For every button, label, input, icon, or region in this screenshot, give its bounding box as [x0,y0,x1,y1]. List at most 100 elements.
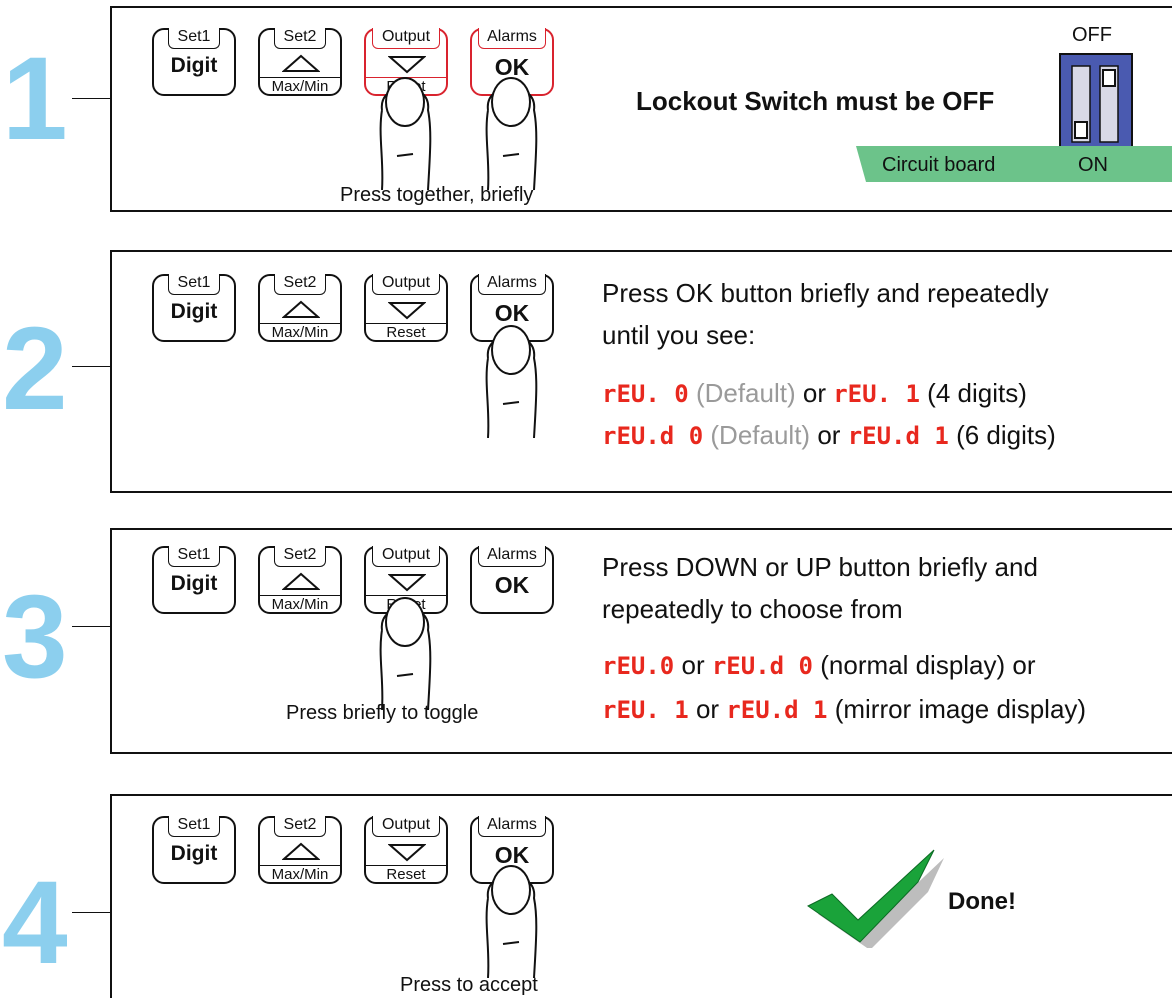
set2-up-button[interactable]: Set2 Max/Min [258,274,342,342]
set1-label: Set1 [168,28,220,49]
set2-up-button[interactable]: Set2 Max/Min [258,546,342,614]
alarms-ok-button[interactable]: Alarms OK [470,28,554,96]
up-arrow-icon [282,572,320,590]
option-row: rEU.0 or rEU.d 0 (normal display) or [602,650,1036,681]
set2-label: Set2 [274,816,326,837]
or-text: or [681,650,705,680]
set1-label: Set1 [168,274,220,295]
lockout-switch-icon [1059,53,1133,153]
segment-code: rEU. 1 [833,380,920,408]
step-number: 2 [2,303,68,435]
alarms-label: Alarms [478,274,546,295]
ok-label: OK [494,572,530,598]
segment-code: rEU.d 1 [726,696,828,724]
alarms-label: Alarms [478,816,546,837]
down-arrow-icon [388,844,426,862]
display-note: (normal display) or [820,650,1036,680]
output-down-button[interactable]: Output Reset [364,274,448,342]
output-label: Output [372,816,440,837]
max-min-label: Max/Min [260,323,340,342]
output-down-button[interactable]: Output Reset [364,28,448,96]
connector-line [72,912,110,913]
done-label: Done! [948,888,1016,915]
display-note: (mirror image display) [834,694,1087,724]
step-panel: Set1 Digit Set2 Max/Min Output Reset Ala… [110,528,1172,754]
instruction-line: Press OK button briefly and repeatedly [602,278,1049,308]
connector-line [72,626,110,627]
option-row: rEU. 1 or rEU.d 1 (mirror image display) [602,694,1086,725]
reset-label: Reset [366,77,446,96]
alarms-label: Alarms [478,28,546,49]
step-number: 1 [2,33,68,165]
alarms-ok-button[interactable]: Alarms OK [470,274,554,342]
connector-line [72,98,110,99]
ok-label: OK [494,54,530,80]
circuit-board-label: Circuit board [882,154,996,176]
circuit-board-icon [856,146,1172,182]
digits-note: (6 digits) [956,420,1056,450]
checkmark-icon [807,849,944,948]
segment-code: rEU. 0 [602,380,689,408]
or-text: or [817,420,841,450]
output-label: Output [372,28,440,49]
set2-label: Set2 [274,28,326,49]
ok-label: OK [494,842,530,868]
step-caption: Press to accept [400,974,538,996]
off-label: OFF [1072,24,1112,46]
up-arrow-icon [282,300,320,318]
up-arrow-icon [282,842,320,860]
reset-label: Reset [366,323,446,342]
reset-label: Reset [366,865,446,884]
alarms-ok-button[interactable]: Alarms OK [470,816,554,884]
set2-label: Set2 [274,274,326,295]
step-caption: Press together, briefly [340,184,534,206]
reset-label: Reset [366,595,446,614]
max-min-label: Max/Min [260,595,340,614]
segment-code: rEU.0 [602,652,675,680]
step-panel: Set1 Digit Set2 Max/Min Output Reset Ala… [110,250,1172,493]
or-text: or [695,694,720,724]
set1-digit-button[interactable]: Set1 Digit [152,816,236,884]
output-label: Output [372,546,440,567]
step-number: 3 [2,571,68,703]
up-arrow-icon [282,54,320,72]
step-panel: Set1 Digit Set2 Max/Min Output Reset Ala… [110,6,1172,212]
set2-up-button[interactable]: Set2 Max/Min [258,28,342,96]
option-row: rEU.d 0 (Default) or rEU.d 1 (6 digits) [602,420,1056,451]
set1-label: Set1 [168,546,220,567]
set2-up-button[interactable]: Set2 Max/Min [258,816,342,884]
instruction-line: repeatedly to choose from [602,594,903,624]
set1-digit-button[interactable]: Set1 Digit [152,546,236,614]
step-number: 4 [2,857,68,989]
down-arrow-icon [388,574,426,592]
digit-label: Digit [170,300,218,323]
down-arrow-icon [388,56,426,74]
set1-label: Set1 [168,816,220,837]
step-caption: Press briefly to toggle [286,702,479,724]
alarms-ok-button[interactable]: Alarms OK [470,546,554,614]
output-down-button[interactable]: Output Reset [364,816,448,884]
max-min-label: Max/Min [260,77,340,96]
set1-digit-button[interactable]: Set1 Digit [152,274,236,342]
step-panel: Set1 Digit Set2 Max/Min Output Reset Ala… [110,794,1172,998]
digits-note: (4 digits) [927,378,1027,408]
digit-label: Digit [170,54,218,77]
segment-code: rEU.d 0 [711,652,813,680]
digit-label: Digit [170,842,218,865]
lockout-title: Lockout Switch must be OFF [636,86,995,116]
segment-code: rEU.d 1 [847,422,949,450]
instruction-line: until you see: [602,320,756,350]
digit-label: Digit [170,572,218,595]
max-min-label: Max/Min [260,865,340,884]
ok-label: OK [494,300,530,326]
set2-label: Set2 [274,546,326,567]
output-down-button[interactable]: Output Reset [364,546,448,614]
instruction-line: Press DOWN or UP button briefly and [602,552,1038,582]
or-text: or [802,378,826,408]
down-arrow-icon [388,302,426,320]
segment-code: rEU.d 0 [602,422,704,450]
default-note: (Default) [710,420,811,450]
output-label: Output [372,274,440,295]
set1-digit-button[interactable]: Set1 Digit [152,28,236,96]
option-row: rEU. 0 (Default) or rEU. 1 (4 digits) [602,378,1027,409]
